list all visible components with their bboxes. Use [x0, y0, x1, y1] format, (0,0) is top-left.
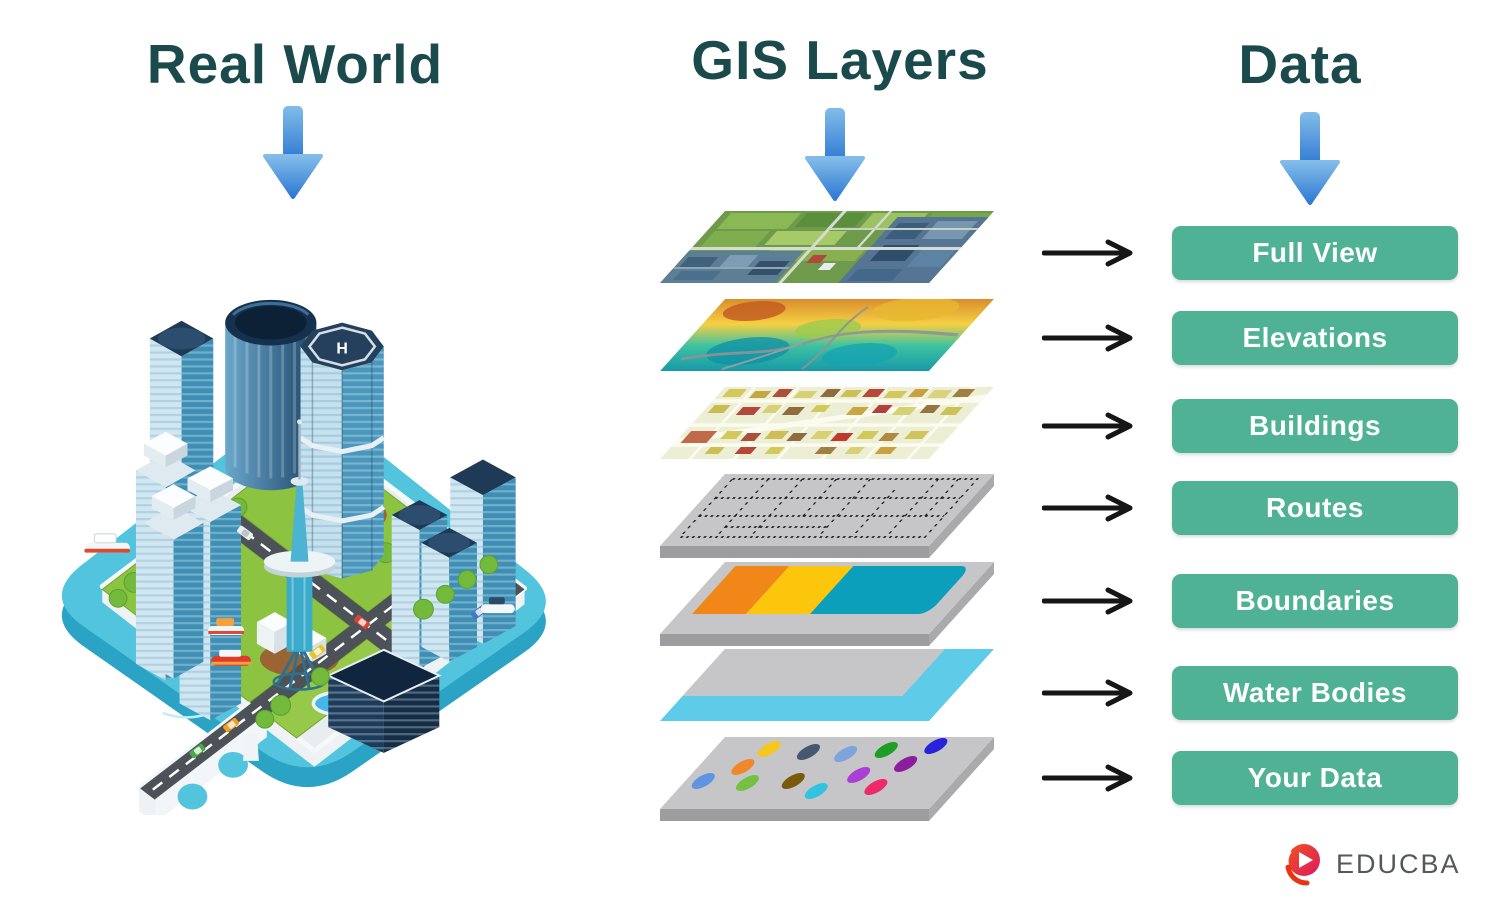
- helipad-tower: H: [299, 322, 386, 579]
- bridge: [138, 701, 268, 815]
- your-data-button[interactable]: Your Data: [1172, 751, 1458, 805]
- educba-logo-text: EDUCBA: [1336, 848, 1461, 879]
- layer-routes-grid: [659, 474, 994, 558]
- elevations-button[interactable]: Elevations: [1172, 311, 1458, 365]
- layer-satellite-imagery: [659, 211, 994, 283]
- cylinder-tower: [225, 299, 317, 491]
- left-tower-3: [143, 484, 204, 679]
- right-boat: [480, 597, 515, 614]
- layer-terrain-elevation: [659, 299, 994, 371]
- right-arrow-icon: [1042, 764, 1133, 792]
- right-arrow-icon: [1042, 494, 1133, 522]
- layer-buildings-map: [659, 387, 994, 459]
- data-title: Data: [1238, 33, 1362, 95]
- cars: [189, 525, 487, 759]
- orange-boat: [208, 618, 245, 635]
- boats: [84, 533, 515, 666]
- full-view-button[interactable]: Full View: [1172, 226, 1458, 280]
- real-world-title: Real World: [146, 33, 444, 95]
- isometric-city-illustration: H: [61, 299, 546, 815]
- water-bodies-button[interactable]: Water Bodies: [1172, 666, 1458, 720]
- right-arrow-icon: [1042, 679, 1133, 707]
- gis-layers-title: GIS Layers: [691, 29, 989, 91]
- red-boat: [211, 649, 251, 666]
- right-arrow-icon: [1042, 239, 1133, 267]
- skyscrapers: H: [135, 299, 516, 753]
- down-arrow-icon: [805, 108, 865, 201]
- educba-logo: EDUCBA: [1280, 838, 1490, 890]
- trees-front: [255, 555, 499, 729]
- right-arrow-icon: [1042, 324, 1133, 352]
- layer-boundary-zones: [659, 562, 994, 646]
- right-arrow-icon: [1042, 412, 1133, 440]
- ferry-boat: [84, 533, 130, 553]
- layer-water-band: [659, 649, 994, 721]
- boundaries-button[interactable]: Boundaries: [1172, 574, 1458, 628]
- routes-button[interactable]: Routes: [1172, 481, 1458, 535]
- right-arrow-icon: [1042, 587, 1133, 615]
- helipad-letter: H: [336, 340, 347, 357]
- layer-data-points: [659, 737, 994, 821]
- spire-tower: [263, 419, 336, 691]
- down-arrow-icon: [263, 106, 323, 199]
- down-arrow-icon: [1280, 112, 1340, 205]
- educba-logo-icon: [1284, 844, 1320, 886]
- buildings-button[interactable]: Buildings: [1172, 399, 1458, 453]
